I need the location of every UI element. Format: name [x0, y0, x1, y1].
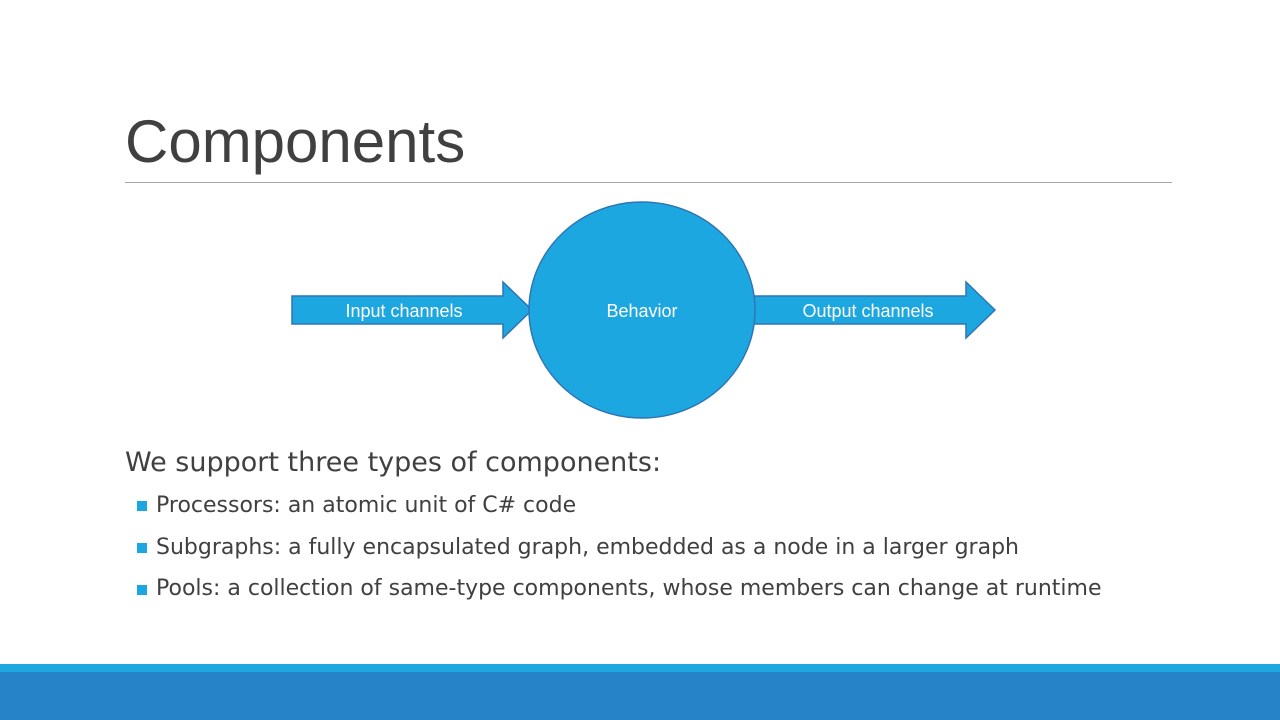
- bullet-list: Processors: an atomic unit of C# code Su…: [125, 489, 1175, 604]
- bullet-item-subgraphs: Subgraphs: a fully encapsulated graph, e…: [125, 531, 1175, 565]
- slide-title: Components: [125, 108, 466, 175]
- bullet-text: Processors: an atomic unit of C# code: [156, 493, 577, 518]
- output-channels-arrow: [749, 280, 997, 340]
- slide-body: We support three types of components: Pr…: [125, 445, 1175, 604]
- output-channels-label: Output channels: [802, 301, 933, 321]
- square-bullet-icon: [137, 585, 147, 595]
- bullet-text: Pools: a collection of same-type compone…: [156, 576, 1102, 601]
- behavior-node: [528, 201, 756, 419]
- square-bullet-icon: [137, 501, 147, 511]
- bullet-item-processors: Processors: an atomic unit of C# code: [125, 489, 1175, 523]
- footer-accent-stripe: [0, 664, 1280, 672]
- footer-band: [0, 672, 1280, 720]
- behavior-label: Behavior: [606, 301, 677, 321]
- title-divider: [125, 182, 1172, 183]
- square-bullet-icon: [137, 543, 147, 553]
- input-channels-arrow: [291, 280, 534, 340]
- lead-text: We support three types of components:: [125, 447, 662, 478]
- input-channels-label: Input channels: [345, 301, 462, 321]
- bullet-text: Subgraphs: a fully encapsulated graph, e…: [156, 535, 1019, 560]
- bullet-item-pools: Pools: a collection of same-type compone…: [125, 573, 1175, 604]
